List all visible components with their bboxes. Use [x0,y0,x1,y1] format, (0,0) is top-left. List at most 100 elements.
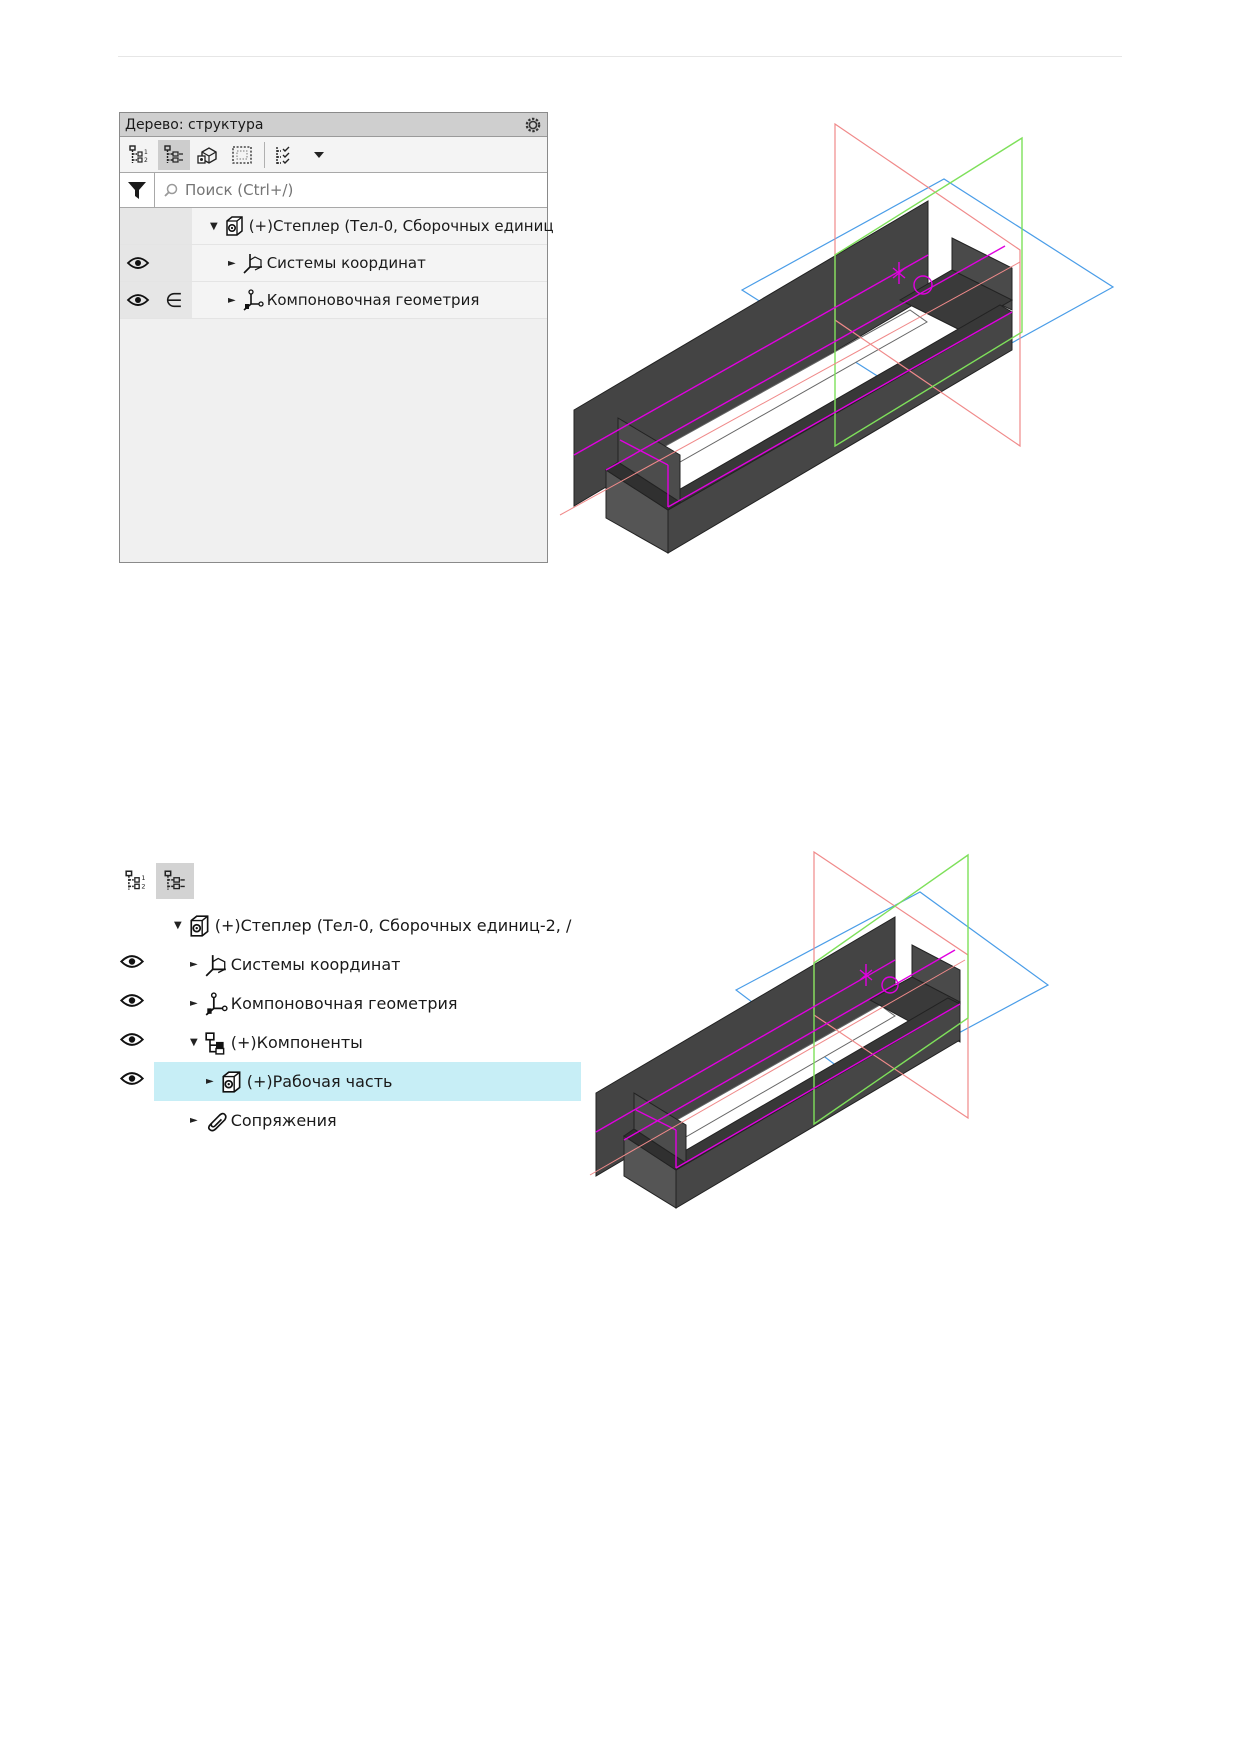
toolbar-separator [264,141,265,168]
funnel-icon [128,182,146,199]
tree-node: ► Сопряжения [190,1101,337,1140]
svg-text:1: 1 [144,149,148,156]
search-input[interactable] [183,180,547,200]
selection-icon [232,145,252,164]
tree-toolbar-2: 1 2 [118,863,194,899]
tree-node-label: (+)Рабочая часть [246,1072,393,1091]
structure-tree-alt-button[interactable] [158,139,190,170]
tree-row-layout-geometry[interactable]: ► Компоновочная геометрия [118,984,581,1023]
expand-triangle-icon[interactable]: ► [190,998,198,1009]
filter-button[interactable] [120,173,155,207]
tree-node: ▼ (+)Степлер (Тел-0, Сборочных единиц-2,… [174,906,571,945]
membership-cell [156,245,192,281]
dropdown-arrow-icon [314,151,324,158]
coordinate-system-icon [243,254,262,274]
xy-plane [813,850,969,1120]
tree-node-label: Сопряжения [230,1111,337,1130]
tree-node: ► Компоновочная геометрия [228,282,479,318]
expand-triangle-icon[interactable]: ► [228,294,236,306]
structure-tree-icon: 1 2 [129,144,148,164]
structure-tree-alt-button[interactable] [156,863,194,899]
eye-icon [126,257,150,269]
svg-text:2: 2 [144,157,148,164]
expand-triangle-icon[interactable]: ▼ [174,920,182,931]
panel-title-bar: Дерево: структура [120,113,547,137]
structure-tree-alt-icon [164,144,183,163]
tree-node: ► (+)Рабочая часть [206,1062,392,1101]
structure-tree-panel: Дерево: структура 1 2 [119,112,554,563]
tree-node-label: Компоновочная геометрия [266,291,480,309]
tree-row-assembly[interactable]: ▼ (+)Степлер (Тел-0, Сборочных единиц-2,… [118,906,581,945]
expand-triangle-icon[interactable]: ▼ [210,220,218,232]
front-end-back [617,417,681,503]
filter-list-icon [276,146,290,164]
expand-triangle-icon[interactable]: ► [228,257,236,269]
visibility-cell[interactable] [120,282,156,318]
sketch-lines [595,949,961,1169]
expand-triangle-icon[interactable]: ► [190,1115,198,1126]
panel-toolbar: 1 2 [120,137,547,173]
parts-button[interactable] [192,140,224,170]
tree-row-layout-geometry[interactable]: ∈ ► Компоновочная геометрия [120,282,547,319]
tree-node-label: Компоновочная геометрия [230,994,458,1013]
gear-icon[interactable] [523,115,543,135]
model-viewport-2[interactable] [589,850,1070,1220]
tree-node-label: Системы координат [266,254,426,272]
tree-node: ► Системы координат [228,245,426,281]
tree-row-working-part[interactable]: ► (+)Рабочая часть [118,1062,581,1101]
parts-icon [197,146,217,164]
eye-icon[interactable] [119,1032,145,1047]
search-bar [120,173,547,208]
expand-triangle-icon[interactable]: ► [206,1076,214,1087]
search-icon [164,183,178,197]
expand-triangle-icon[interactable]: ► [190,959,198,970]
tree-node-label: (+)Компоненты [230,1033,363,1052]
assembly-icon [190,914,209,937]
page-top-rule [118,56,1122,57]
svg-text:1: 1 [141,874,145,882]
layout-geometry-icon [205,991,228,1016]
structure-tree-2: ▼ (+)Степлер (Тел-0, Сборочных единиц-2,… [118,906,581,1156]
tree-node: ▼ (+)Компоненты [190,1023,363,1062]
filter-list-button[interactable] [269,140,301,170]
components-icon [205,1031,225,1055]
tree-node: ► Системы координат [190,945,400,984]
part-icon [222,1070,241,1093]
tree-node-label: (+)Степлер (Тел-0, Сборочных единиц-2, / [214,916,572,935]
eye-icon[interactable] [119,1071,145,1086]
toolbar-dropdown-button[interactable] [303,140,335,170]
tree-node-label: (+)Степлер (Тел-0, Сборочных единиц [248,217,554,235]
structure-tree-button[interactable]: 1 2 [124,140,156,170]
membership-cell[interactable]: ∈ [156,282,192,318]
visibility-cell[interactable] [120,245,156,281]
pink-line [559,261,1021,516]
visibility-cell [120,208,156,244]
svg-text:2: 2 [141,883,145,891]
tree-row-components[interactable]: ▼ (+)Компоненты [118,1023,581,1062]
eye-icon[interactable] [119,993,145,1008]
structure-tree-icon: 1 2 [125,870,145,891]
tree-node: ▼ (+)Степлер (Тел-0, Сборочных единиц [210,208,554,244]
tree-node-label: Системы координат [230,955,401,974]
layout-geometry-icon [243,289,264,311]
eye-icon[interactable] [119,954,145,969]
structure-tree-button[interactable]: 1 2 [118,863,156,899]
yz-plane [834,136,1023,448]
yz-plane [813,853,969,1126]
structure-tree-alt-icon [164,870,185,890]
model-viewport[interactable] [559,120,1130,560]
tree-row-assembly[interactable]: ▼ (+)Степлер (Тел-0, Сборочных единиц [120,208,554,245]
tree-row-coordinate-systems[interactable]: ► Системы координат [118,945,581,984]
sketch-lines [573,245,1013,508]
eye-icon [126,294,150,306]
expand-triangle-icon[interactable]: ▼ [190,1037,198,1048]
pink-line [589,959,966,1176]
paperclip-icon [207,1112,227,1131]
selection-button[interactable] [226,140,258,170]
tree-row-coordinate-systems[interactable]: ► Системы координат [120,245,547,282]
tree-row-mates[interactable]: ► Сопряжения [118,1101,581,1140]
assembly-icon [225,216,243,236]
panel-title: Дерево: структура [125,117,264,133]
membership-cell [156,208,192,244]
tree-node: ► Компоновочная геометрия [190,984,458,1023]
